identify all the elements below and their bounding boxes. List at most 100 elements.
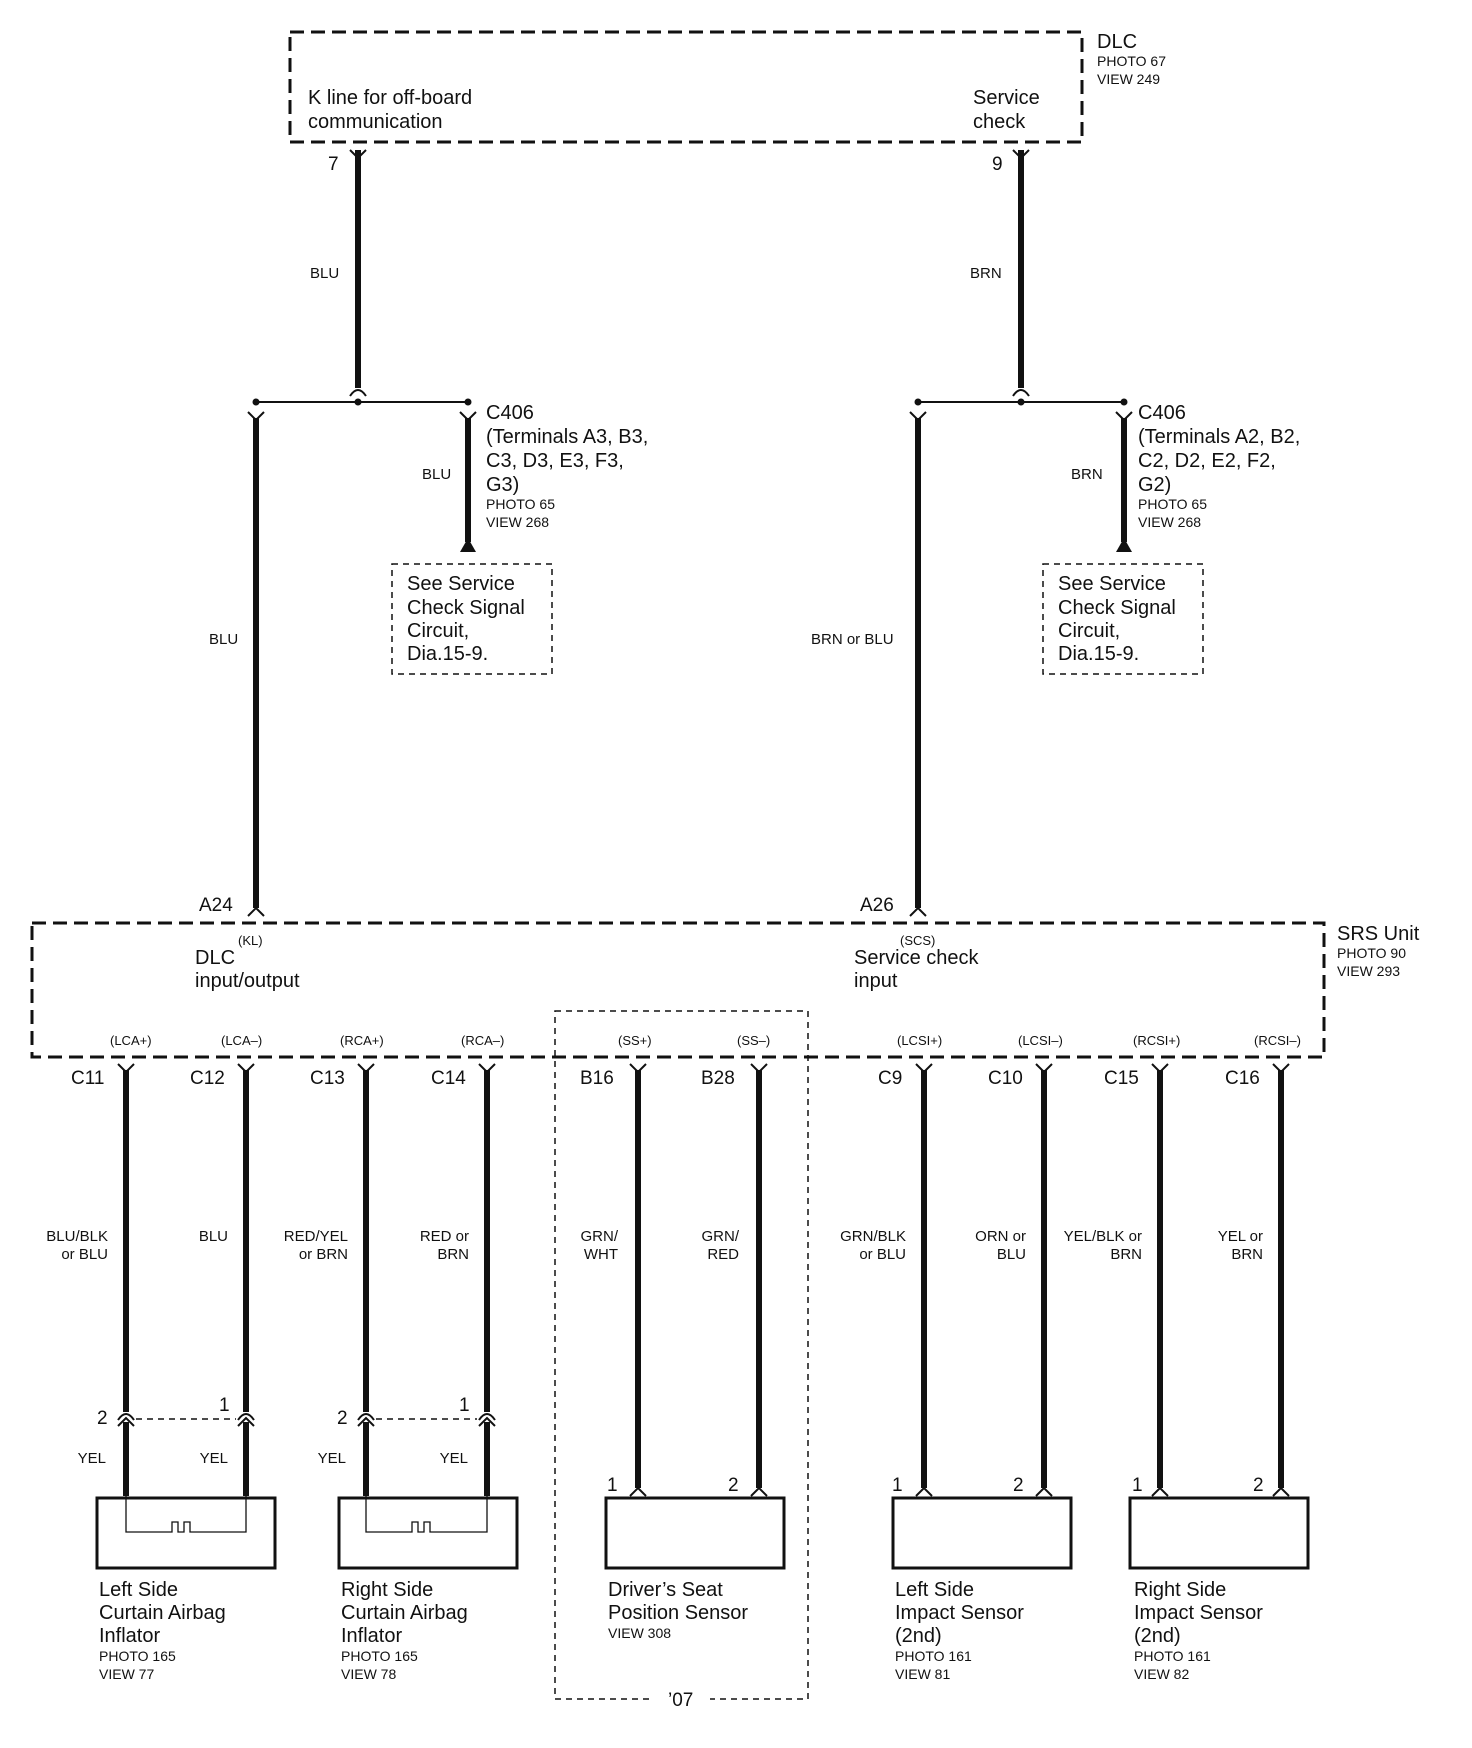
- seat-sensor-label-2: Position Sensor: [608, 1602, 748, 1624]
- wire-color-c15-2: BRN: [1110, 1246, 1142, 1263]
- left-impact-pin-1: 1: [892, 1475, 903, 1496]
- see-right-line3: Circuit,: [1058, 620, 1120, 642]
- pin-c16: C16: [1225, 1068, 1260, 1089]
- right-curtain-airbag-inflator: Right Side Curtain Airbag Inflator PHOTO…: [337, 1496, 519, 1682]
- srs-unit-box: [30, 921, 1326, 1059]
- wire-color-labels: BLU/BLK or BLU BLU RED/YEL or BRN RED or…: [46, 1228, 1263, 1263]
- c406-left-view: VIEW 268: [486, 514, 549, 530]
- wire-color-c12-1: BLU: [199, 1228, 228, 1245]
- right-impact-label-3: (2nd): [1134, 1625, 1181, 1647]
- terminal-a24: [247, 906, 265, 917]
- connector-c12-bottom: [237, 1416, 255, 1427]
- see-right-line1: See Service: [1058, 573, 1166, 595]
- c406-right-photo: PHOTO 65: [1138, 496, 1207, 512]
- see-box-left: [391, 563, 553, 675]
- terminal-seat-1: [629, 1486, 647, 1497]
- seat-pin-1: 1: [607, 1475, 618, 1496]
- lower-wire-colors: YEL YEL YEL YEL: [78, 1450, 468, 1467]
- right-impact-pin-1: 1: [1132, 1475, 1143, 1496]
- wire-color-c11-1: BLU/BLK: [46, 1228, 108, 1245]
- c406-right-view: VIEW 268: [1138, 514, 1201, 530]
- connector-pin-numbers: 2 1 2 1 1 2 1 2 1 2: [97, 1395, 1264, 1496]
- signal-lcsi-minus: (LCSI–): [1018, 1033, 1063, 1048]
- dlc-service-label-2: check: [973, 111, 1026, 133]
- pin-c9: C9: [878, 1068, 902, 1089]
- pin-b28: B28: [701, 1068, 735, 1089]
- wire-color-b28-2: RED: [707, 1246, 739, 1263]
- wire-color-c9-1: GRN/BLK: [840, 1228, 906, 1245]
- connector-c11-bottom: [117, 1416, 135, 1427]
- terminal-right-impact-2: [1272, 1486, 1290, 1497]
- c406-right-terminals-2: C2, D2, E2, F2,: [1138, 450, 1276, 472]
- splice-dot-left-3: [464, 398, 472, 406]
- c406-right-terminals-3: G2): [1138, 474, 1171, 496]
- right-curtain-label-3: Inflator: [341, 1625, 402, 1647]
- splice-dot-right-1: [914, 398, 922, 406]
- c406-left-photo: PHOTO 65: [486, 496, 555, 512]
- terminal-seat-2: [750, 1486, 768, 1497]
- terminal-left-impact-1: [915, 1486, 933, 1497]
- pin-c10: C10: [988, 1068, 1023, 1089]
- see-left-line4: Dia.15-9.: [407, 643, 488, 665]
- splice-hook-left: [349, 389, 367, 397]
- wire-color-yel-2: YEL: [200, 1450, 228, 1467]
- terminal-a26: [909, 906, 927, 917]
- signal-rca-plus: (RCA+): [340, 1033, 384, 1048]
- left-curtain-label-1: Left Side: [99, 1579, 178, 1601]
- wire-color-c16-1: YEL or: [1218, 1228, 1263, 1245]
- splice-hook-right: [1012, 389, 1030, 397]
- dlc-k-line-label-2: communication: [308, 111, 443, 133]
- srs-dlc-label: DLC: [195, 947, 235, 969]
- left-side-impact-sensor: Left Side Impact Sensor (2nd) PHOTO 161 …: [891, 1496, 1073, 1682]
- srs-service-check-label: Service check: [854, 947, 979, 969]
- wire-color-c13-2: or BRN: [299, 1246, 348, 1263]
- left-impact-view: VIEW 81: [895, 1666, 950, 1682]
- wire-color-b16-2: WHT: [584, 1246, 618, 1263]
- signal-kl: (KL): [238, 933, 263, 948]
- signal-lcsi-plus: (LCSI+): [897, 1033, 942, 1048]
- see-left-line3: Circuit,: [407, 620, 469, 642]
- right-curtain-label-1: Right Side: [341, 1579, 433, 1601]
- wire-color-yel-1: YEL: [78, 1450, 106, 1467]
- signal-ss-minus: (SS–): [737, 1033, 770, 1048]
- dlc-view: VIEW 249: [1097, 71, 1160, 87]
- right-side-impact-sensor: Right Side Impact Sensor (2nd) PHOTO 161…: [1128, 1496, 1310, 1682]
- wire-color-c14-2: BRN: [437, 1246, 469, 1263]
- wire-color-b28-1: GRN/: [702, 1228, 740, 1245]
- wire-color-blu-branch: BLU: [422, 466, 451, 483]
- pin-c12: C12: [190, 1068, 225, 1089]
- wire-color-c15-1: YEL/BLK or: [1064, 1228, 1142, 1245]
- seat-sensor-view: VIEW 308: [608, 1625, 671, 1641]
- connector-c12-top: [237, 1413, 255, 1421]
- wire-color-c13-1: RED/YEL: [284, 1228, 348, 1245]
- see-left-line2: Check Signal: [407, 597, 525, 619]
- signal-scs: (SCS): [900, 933, 935, 948]
- signal-ss-plus: (SS+): [618, 1033, 652, 1048]
- signal-rcsi-minus: (RCSI–): [1254, 1033, 1301, 1048]
- signal-rca-minus: (RCA–): [461, 1033, 504, 1048]
- splice-dot-left-2: [354, 398, 362, 406]
- see-right-line4: Dia.15-9.: [1058, 643, 1139, 665]
- terminal-dlc-7: [349, 149, 367, 160]
- signal-lca-plus: (LCA+): [110, 1033, 152, 1048]
- connector-c11-top: [117, 1413, 135, 1421]
- terminal-right-impact-1: [1151, 1486, 1169, 1497]
- c406-left-terminals-1: (Terminals A3, B3,: [486, 426, 648, 448]
- lower-wires: [117, 1063, 1290, 1497]
- connector-c13-bottom: [357, 1416, 375, 1427]
- left-curtain-pin-2: 2: [97, 1408, 108, 1429]
- terminal-dlc-9: [1012, 149, 1030, 160]
- right-curtain-pin-2: 2: [337, 1408, 348, 1429]
- wire-color-blu-main: BLU: [209, 631, 238, 648]
- right-impact-box: [1128, 1496, 1310, 1570]
- c406-right-terminals-1: (Terminals A2, B2,: [1138, 426, 1300, 448]
- c406-left-terminals-2: C3, D3, E3, F3,: [486, 450, 624, 472]
- dlc-pin-9: 9: [992, 154, 1003, 175]
- right-curtain-photo: PHOTO 165: [341, 1648, 418, 1664]
- dlc-service-label: Service: [973, 87, 1040, 109]
- srs-view: VIEW 293: [1337, 963, 1400, 979]
- see-box-right: [1042, 563, 1204, 675]
- signal-names: (LCA+) (LCA–) (RCA+) (RCA–) (SS+) (SS–) …: [110, 1033, 1301, 1048]
- srs-service-check-label-2: input: [854, 970, 898, 992]
- right-curtain-box: [337, 1496, 519, 1570]
